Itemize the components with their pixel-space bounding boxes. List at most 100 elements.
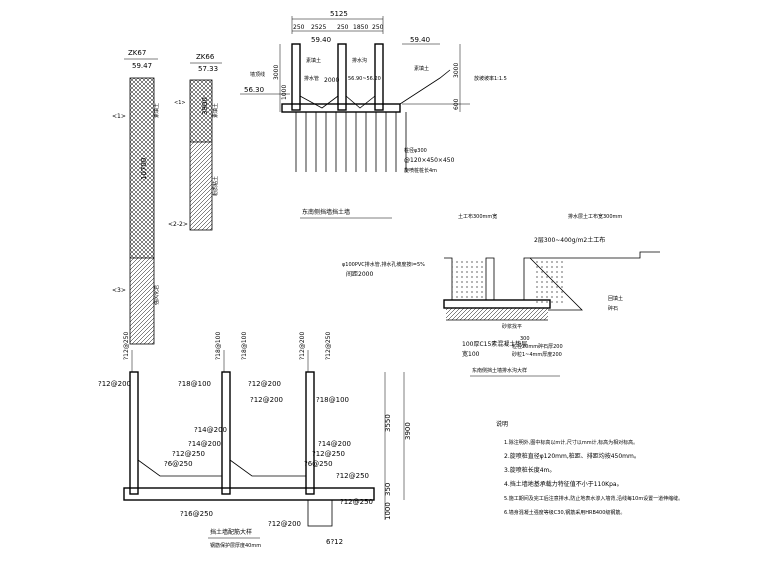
rebar-wall-mid — [221, 371, 231, 495]
top-dim-1: 250 — [293, 24, 305, 31]
rebar-bend-left — [137, 459, 222, 477]
wall-total-width: 5125 — [330, 10, 348, 18]
top-dim-5: 250 — [372, 24, 384, 31]
piles — [295, 112, 407, 172]
cushion — [446, 308, 548, 320]
dim-2000: 2000 — [324, 77, 339, 84]
slope-line — [399, 69, 451, 105]
rebar-wall-right — [305, 371, 315, 495]
wall-section: 5125 250 2525 250 1850 250 59.40 59.40 5… — [240, 10, 507, 219]
slope-text: 放坡坡率1:1.5 — [474, 75, 507, 82]
cushion-width: 宽100 — [462, 350, 480, 358]
zk66-fill-lower — [190, 142, 212, 230]
rebar-label-11: ?14@200 — [194, 426, 227, 434]
sand-spec: 砂粒1~4mm厚度200 — [512, 351, 562, 358]
ground-line-right — [530, 251, 660, 259]
geotextile-right: 排水层土工布宽300mm — [568, 213, 622, 220]
rebar-label-15: ?14@200 — [318, 440, 351, 448]
label-gravel-detail: 碎石 — [608, 305, 618, 312]
note-3: 3.旋喷桩长度4m。 — [504, 466, 555, 474]
top-dim-3: 250 — [337, 24, 349, 31]
layer-3-label: <3> — [112, 287, 126, 294]
soil-fill-zk66: 素填土 — [212, 103, 219, 118]
dim-1000-rebar: 1000 — [384, 502, 392, 520]
pile-note: 旋喷桩桩长4m — [404, 167, 437, 174]
rebar-label-3: ?18@100 — [241, 332, 248, 360]
dim-3000-right: 3000 — [453, 63, 460, 78]
zk66-fill-upper — [190, 80, 212, 142]
note-4: 4.挡土墙地基承载力特征值不小于110Kpa。 — [504, 480, 623, 488]
wall-right — [374, 43, 384, 111]
cushion-spec: 100厚C15素混凝土垫层 — [462, 340, 527, 348]
rebar-label-14: ?6@250 — [164, 460, 193, 468]
elev-center: 59.40 — [311, 36, 331, 44]
pipe-spec: φ100PVC排水管,排水孔坡度按i=5% — [342, 261, 425, 268]
dim-10700: 10700 — [140, 158, 148, 180]
wall-mid — [337, 43, 347, 111]
rebar-bend-right — [229, 459, 306, 477]
rebar-label-18: ?12@250 — [336, 472, 369, 480]
soil-fill-zk67: 素填土 — [153, 103, 160, 118]
dim-1000-wall: 1000 — [281, 85, 288, 100]
rebar-label-4: ?12@200 — [299, 332, 306, 360]
pile-spec: 桩径φ300 — [404, 147, 427, 154]
zk67-elev: 59.47 — [132, 62, 152, 70]
dim-3550: 3550 — [384, 414, 392, 432]
layer-2-label: <2-2> — [168, 221, 188, 228]
dim-300-detail: 300 — [520, 336, 530, 342]
rebar-label-9: ?12@200 — [250, 396, 283, 404]
geotextile-spec: 2层300~400g/m2土工布 — [534, 236, 605, 244]
note-1: 1.除注明外,图中标高以m计,尺寸以mm计,标高为相对标高。 — [504, 439, 638, 446]
rebar-base — [123, 487, 375, 501]
rebar-key — [307, 499, 333, 527]
gravel-left — [452, 260, 486, 300]
rebar-label-13: ?12@250 — [172, 450, 205, 458]
label-walltop: 墙顶线 — [250, 71, 265, 78]
label-pipe: 排水管 — [304, 75, 319, 82]
label-slope-fill: 素填土 — [414, 65, 429, 72]
rebar-label-5: ?12@250 — [325, 332, 332, 360]
soil-clay-label: 粉质粘土 — [212, 176, 219, 196]
label-fill-detail: 回填土 — [608, 295, 623, 302]
label-backfill: 素填土 — [306, 57, 321, 64]
rebar-label-16: ?12@250 — [312, 450, 345, 458]
dim-3900-borehole: 3900 — [201, 97, 209, 115]
layer-1-label: <1> — [112, 113, 126, 120]
zk67-fill-upper — [130, 78, 154, 258]
zk66-name: ZK66 — [196, 53, 215, 61]
rebar-wall-left — [129, 371, 139, 495]
dim-600-right: 600 — [453, 98, 460, 110]
elev-inner: 56.90~56.20 — [348, 76, 381, 82]
rebar-label-17: ?6@250 — [304, 460, 333, 468]
top-dim-4: 1850 — [353, 24, 368, 31]
borehole-zk67: ZK67 59.47 <1> <3> 10700 强风化岩 素填土 — [112, 49, 160, 345]
geotextile-top: 土工布300mm宽 — [458, 213, 497, 220]
label-mortar: 砂浆找平 — [502, 323, 522, 330]
wall-section-title: 东南侧挡墙挡土墙 — [302, 208, 350, 216]
note-2: 2.旋喷桩直径φ120mm,桩距、排距均按450mm。 — [504, 452, 640, 460]
rebar-title: 挡土墙配筋大样 — [210, 528, 252, 536]
soil-rock-label: 强风化岩 — [153, 285, 160, 305]
elev-left: 56.30 — [244, 86, 264, 94]
rebar-label-12: ?14@200 — [188, 440, 221, 448]
channel-right — [345, 95, 376, 109]
note-6: 6.墙身混凝土强度等级C30,钢筋采用HRB400级钢筋。 — [504, 509, 625, 516]
channel-left — [299, 95, 339, 109]
borehole-zk66: ZK66 57.33 3900 <1> <2-2> 素填土 粉质粘土 — [168, 53, 222, 231]
gravel-spec: 粒径20mm碎石厚200 — [512, 343, 563, 350]
elev-right: 59.40 — [410, 36, 430, 44]
notes: 说明 1.除注明外,图中标高以m计,尺寸以mm计,标高为相对标高。 2.旋喷桩直… — [496, 420, 683, 516]
note-5: 5.施工期间及完工后注意排水,防止地表水渗入墙背,沿线每10m设置一道伸缩缝。 — [504, 495, 683, 502]
notes-heading: 说明 — [496, 420, 508, 428]
rebar-label-6: ?12@200 — [98, 380, 131, 388]
wall-left — [291, 43, 301, 111]
rebar-label-19: ?16@250 — [180, 510, 213, 518]
rebar-label-20: ?12@250 — [340, 498, 373, 506]
dim-350: 350 — [384, 483, 392, 496]
dim-3900-rebar: 3900 — [404, 422, 412, 440]
label-drain: 排水沟 — [352, 57, 367, 64]
gravel-right — [534, 260, 564, 304]
zk66-elev: 57.33 — [198, 65, 218, 73]
zk67-name: ZK67 — [128, 49, 146, 57]
